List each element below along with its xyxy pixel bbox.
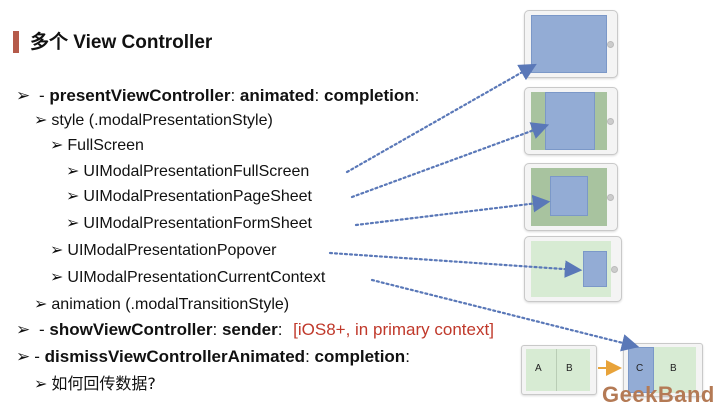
bullet-text: UIModalPresentationPageSheet xyxy=(83,188,312,205)
arrow-bullet-icon: ➢ xyxy=(34,296,48,313)
bullet-prefix: - xyxy=(38,320,50,339)
arrow-bullet-icon: ➢ xyxy=(34,112,48,129)
geekband-logo: GeekBand xyxy=(602,382,715,407)
bullet-style: ➢style (.modalPresentationStyle) xyxy=(34,110,273,132)
context-b-pane xyxy=(557,349,590,391)
pagesheet-thumbnail xyxy=(524,87,618,155)
bullet-currentcontext-style: ➢UIModalPresentationCurrentContext xyxy=(50,267,325,289)
arrow-bullet-icon: ➢ xyxy=(16,320,31,339)
arrow-bullet-icon: ➢ xyxy=(16,347,31,366)
method-part: completion xyxy=(314,347,406,366)
bullet-text: UIModalPresentationCurrentContext xyxy=(67,269,326,286)
context-b-label: B xyxy=(670,363,677,374)
slide-title: 多个 View Controller xyxy=(30,32,213,53)
bullet-text: UIModalPresentationFullScreen xyxy=(83,163,310,180)
method-part: presentViewController xyxy=(49,86,231,105)
home-button-icon xyxy=(607,41,614,48)
context-a-pane xyxy=(526,349,557,391)
bullet-present: ➢ - presentViewController: animated: com… xyxy=(16,85,419,107)
arrow-bullet-icon: ➢ xyxy=(50,137,64,154)
arrow-bullet-icon: ➢ xyxy=(66,188,80,205)
arrow-formsheet xyxy=(354,194,551,227)
context-c-label: C xyxy=(636,363,644,374)
presented-view xyxy=(550,176,588,216)
bullet-formsheet-style: ➢UIModalPresentationFormSheet xyxy=(66,213,312,235)
home-button-icon xyxy=(607,194,614,201)
bullet-fullscreen: ➢FullScreen xyxy=(50,135,144,157)
context-b-label: B xyxy=(566,363,573,374)
bullet-pagesheet-style: ➢UIModalPresentationPageSheet xyxy=(66,186,312,208)
colon: : xyxy=(414,86,420,105)
presented-view xyxy=(531,15,607,73)
bullet-prefix: - xyxy=(34,347,45,366)
bullet-text: 如何回传数据? xyxy=(51,374,156,393)
bullet-text: style (.modalPresentationStyle) xyxy=(51,112,273,129)
bullet-text: UIModalPresentationFormSheet xyxy=(83,215,312,232)
arrow-pagesheet xyxy=(350,122,550,199)
colon: : xyxy=(314,86,324,105)
bullet-animation: ➢animation (.modalTransitionStyle) xyxy=(34,294,289,316)
fullscreen-thumbnail xyxy=(524,10,618,78)
colon: : xyxy=(230,86,240,105)
context-c-pane xyxy=(628,347,654,393)
ios8-note: [iOS8+, in primary context] xyxy=(293,320,494,339)
bullet-text: UIModalPresentationPopover xyxy=(67,242,277,259)
context-b-pane xyxy=(654,347,696,393)
presented-view xyxy=(545,92,595,150)
method-part: showViewController xyxy=(49,320,213,339)
bullet-question: ➢如何回传数据? xyxy=(34,373,156,396)
method-part: completion xyxy=(324,86,415,105)
bullet-fullscreen-style: ➢UIModalPresentationFullScreen xyxy=(66,161,309,183)
colon: : xyxy=(277,320,288,339)
popover-view xyxy=(583,251,607,287)
bullet-dismiss: ➢- dismissViewControllerAnimated: comple… xyxy=(16,346,410,368)
method-part: dismissViewControllerAnimated xyxy=(44,347,306,366)
context-before-thumbnail: A B xyxy=(521,345,597,395)
arrow-currentcontext xyxy=(370,278,640,352)
bullet-prefix: - xyxy=(38,86,50,105)
arrow-bullet-icon: ➢ xyxy=(66,215,80,232)
method-part: sender xyxy=(221,320,278,339)
arrow-bullet-icon: ➢ xyxy=(50,242,64,259)
colon: : xyxy=(212,320,222,339)
arrow-bullet-icon: ➢ xyxy=(66,163,80,180)
title-accent-bar xyxy=(13,31,19,53)
bullet-text: animation (.modalTransitionStyle) xyxy=(51,296,290,313)
arrow-bullet-icon: ➢ xyxy=(34,376,48,393)
arrow-popover xyxy=(328,251,583,278)
arrow-bullet-icon: ➢ xyxy=(50,269,64,286)
home-button-icon xyxy=(611,266,618,273)
arrow-fullscreen xyxy=(345,63,537,174)
arrow-bullet-icon: ➢ xyxy=(16,86,31,105)
home-button-icon xyxy=(607,118,614,125)
colon: : xyxy=(305,347,315,366)
bullet-text: FullScreen xyxy=(67,137,144,154)
bullet-show: ➢ - showViewController: sender: [iOS8+, … xyxy=(16,319,494,341)
method-part: animated xyxy=(239,86,315,105)
colon: : xyxy=(405,347,410,366)
context-after-thumbnail: C B xyxy=(623,343,703,397)
context-a-label: A xyxy=(535,363,542,374)
bullet-popover-style: ➢UIModalPresentationPopover xyxy=(50,240,276,262)
